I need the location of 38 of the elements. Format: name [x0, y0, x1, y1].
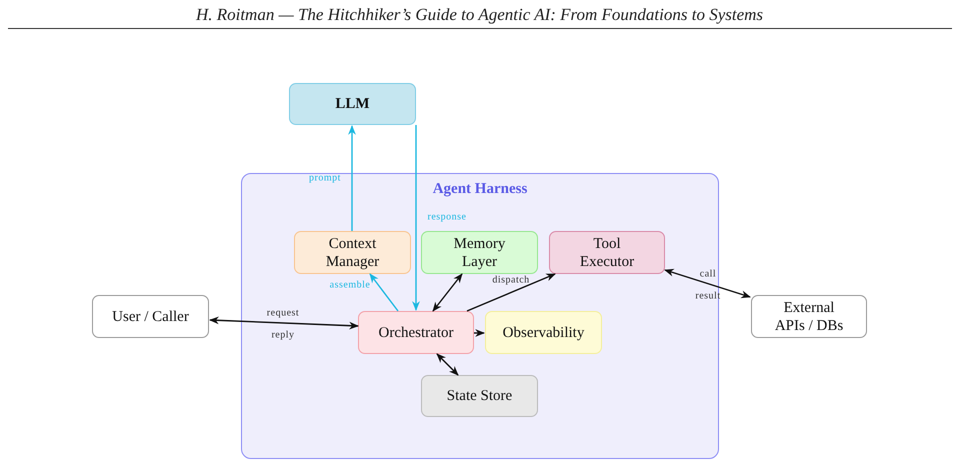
node-label: Memory Layer: [452, 234, 506, 270]
node-label: Orchestrator: [378, 324, 454, 342]
arrow: [412, 125, 420, 311]
node-label: LLM: [334, 95, 371, 113]
node-label: Context Manager: [324, 234, 380, 270]
harness-container: [241, 173, 719, 459]
node-label: Observability: [502, 324, 586, 342]
component-box: [421, 231, 538, 274]
node-label: External APIs / DBs: [774, 298, 844, 334]
line-note: reply: [271, 330, 295, 340]
edge-label: prompt: [309, 172, 341, 184]
node-label: User / Caller: [111, 308, 190, 326]
edge-label: response: [428, 212, 466, 222]
component-box: [294, 231, 411, 274]
edge-label: call: [700, 268, 716, 280]
arrow: [436, 353, 459, 376]
edge-label: request: [266, 308, 300, 318]
node-label: Tool Executor: [578, 234, 636, 270]
arrow: [664, 268, 751, 298]
arrow: [369, 273, 399, 312]
edge-label: dispatch: [492, 274, 530, 286]
line-note: result: [695, 290, 721, 302]
component-box: [421, 375, 538, 417]
model-box: [289, 83, 416, 125]
edge-label: assemble: [330, 280, 370, 290]
running-header: H. Roitman — The Hitchhiker’s Guide to Agentic AI: From Foundations to Systems: [194, 5, 764, 25]
arrow: [474, 329, 485, 337]
component-box: [92, 295, 209, 338]
arrow: [348, 125, 356, 231]
node-label: State Store: [446, 387, 514, 405]
arrow: [209, 316, 359, 330]
arrow: [432, 273, 463, 312]
component-box: [549, 231, 665, 274]
component-box: [485, 311, 602, 354]
component-box: [358, 311, 474, 354]
container-title: Agent Harness: [432, 180, 528, 198]
arrow: [466, 273, 556, 312]
component-box: [751, 295, 867, 338]
